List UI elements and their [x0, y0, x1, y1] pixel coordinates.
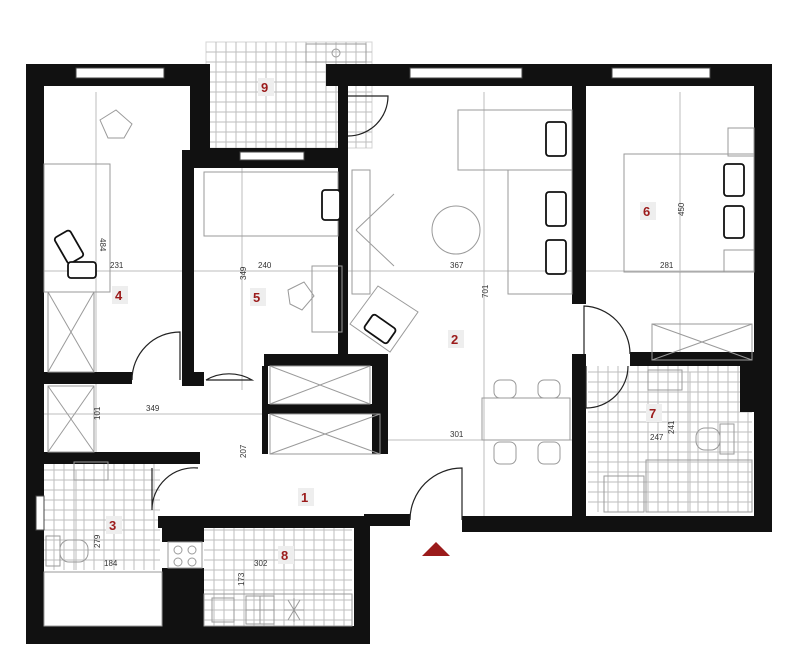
- pillows: [53, 121, 745, 345]
- room-number-5: 5: [253, 290, 260, 305]
- bathroom-7-tiles: [588, 366, 752, 512]
- dim-room7-height: 241: [667, 420, 676, 434]
- kitchen-8-tiles: [204, 522, 352, 628]
- room-number-6: 6: [643, 204, 650, 219]
- dim-room6-height: 450: [677, 202, 686, 216]
- dim-room3-width: 184: [104, 559, 118, 568]
- dim-room4-height: 484: [98, 238, 107, 252]
- dim-hall-short: 101: [93, 406, 102, 420]
- room-number-9: 9: [261, 80, 268, 95]
- dimension-labels: 231 484 240 349 367 701 301 281 450 349 …: [93, 202, 686, 586]
- bathroom-3-tiles: [44, 462, 160, 570]
- dim-room7-width: 247: [650, 433, 664, 442]
- room-number-2: 2: [451, 332, 458, 347]
- dim-room8-width: 302: [254, 559, 268, 568]
- walls: [26, 64, 772, 644]
- dim-room2-height: 701: [481, 284, 490, 298]
- dim-room2-lower: 301: [450, 430, 464, 439]
- dim-room3-height: 279: [93, 534, 102, 548]
- room-number-4: 4: [115, 288, 123, 303]
- room-number-8: 8: [281, 548, 288, 563]
- dimension-lines: [44, 92, 756, 571]
- room-number-3: 3: [109, 518, 116, 533]
- dim-room8-height: 173: [237, 572, 246, 586]
- dim-room4-width: 231: [110, 261, 124, 270]
- room-number-1: 1: [301, 490, 308, 505]
- doors: [131, 95, 631, 521]
- room-labels: 9 4 5 2 6 7 1 3 8: [106, 78, 662, 564]
- dim-room5-height: 349: [239, 266, 248, 280]
- windows: [35, 67, 711, 531]
- room-number-7: 7: [649, 406, 656, 421]
- dim-room2-width: 367: [450, 261, 464, 270]
- entrance-arrow-icon: [422, 542, 450, 556]
- dim-hall-height: 207: [239, 444, 248, 458]
- dim-hall-width: 349: [146, 404, 160, 413]
- dim-room5-width: 240: [258, 261, 272, 270]
- furniture: [43, 43, 755, 627]
- dim-room6-width: 281: [660, 261, 674, 270]
